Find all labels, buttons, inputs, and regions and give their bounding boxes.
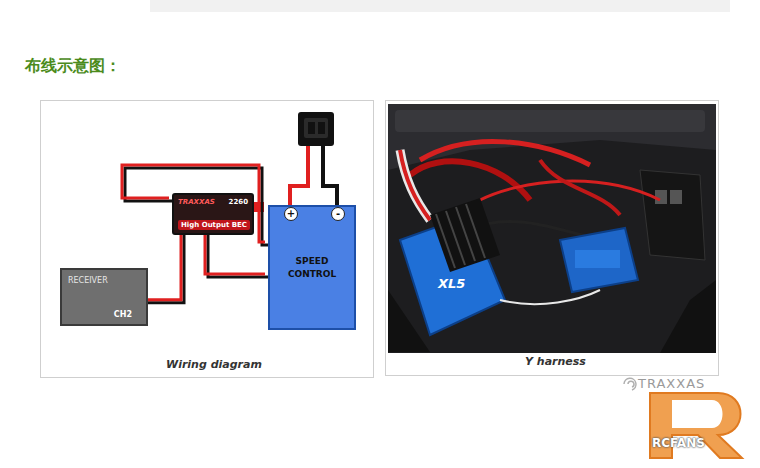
panel-caption: Wiring diagram [166,358,262,371]
wire-pair [205,232,268,277]
battery-plug [290,112,337,212]
logo-text: RCFANS [652,436,705,450]
left-panel [41,101,374,378]
illustration-part [670,190,682,204]
illustration-part [208,235,268,277]
illustration-part [122,165,265,242]
illustration-part [456,207,475,261]
illustration-part [560,228,638,292]
illustration-part [323,146,337,212]
illustration-part [410,161,530,200]
illustration-part [436,204,485,268]
illustration-part [430,198,500,272]
watermark-icon [624,378,636,390]
wire-pair [145,232,184,303]
illustration-part [308,122,315,134]
photo [388,104,716,353]
wire-pair [122,165,268,245]
illustration-part [388,104,716,353]
illustration-part [205,232,265,274]
illustration-part [446,211,465,265]
illustration-part [148,235,184,303]
illustration-part [145,232,181,300]
illustration-part [125,168,268,245]
terminal-minus: - [331,207,345,221]
panel-caption: Y harness [525,355,586,368]
node-text: 2260 [229,198,248,206]
logo-r [650,393,742,458]
illustration-part [500,290,600,304]
node-text: CH2 [114,310,132,319]
illustration-part [436,214,455,268]
illustration-part [672,400,723,428]
illustration-part [400,150,430,220]
illustration-part [318,122,325,134]
illustration-part [304,118,328,138]
illustration-part [660,280,716,353]
terminal-plus: + [284,207,298,221]
illustration-part [466,204,485,258]
bec-module: TRAXXAS 2260High Output BEC [172,193,254,235]
speed-control-box: SPEED CONTROL [268,205,356,330]
node-text: RECEIVER [68,276,108,285]
illustration-part [400,150,430,220]
node-text: SPEED CONTROL [278,255,346,280]
illustration-part [624,378,636,390]
illustration-part [650,393,742,458]
receiver-box: RECEIVER CH2 [60,268,148,326]
node-text: High Output BEC [178,220,250,230]
illustration-part [298,112,334,146]
illustration-part [575,250,620,268]
illustration-part [628,381,634,387]
illustration-part [540,160,620,215]
illustration-part [640,170,705,260]
top-bar [150,0,730,12]
esc-model: XL5 [438,276,465,291]
node-text: TRAXXAS [178,198,215,206]
page-title: 布线示意图： [25,56,121,77]
illustration-part [290,146,308,212]
right-panel [386,101,719,376]
watermark: TRAXXAS [638,376,705,391]
illustration-part [395,110,705,132]
